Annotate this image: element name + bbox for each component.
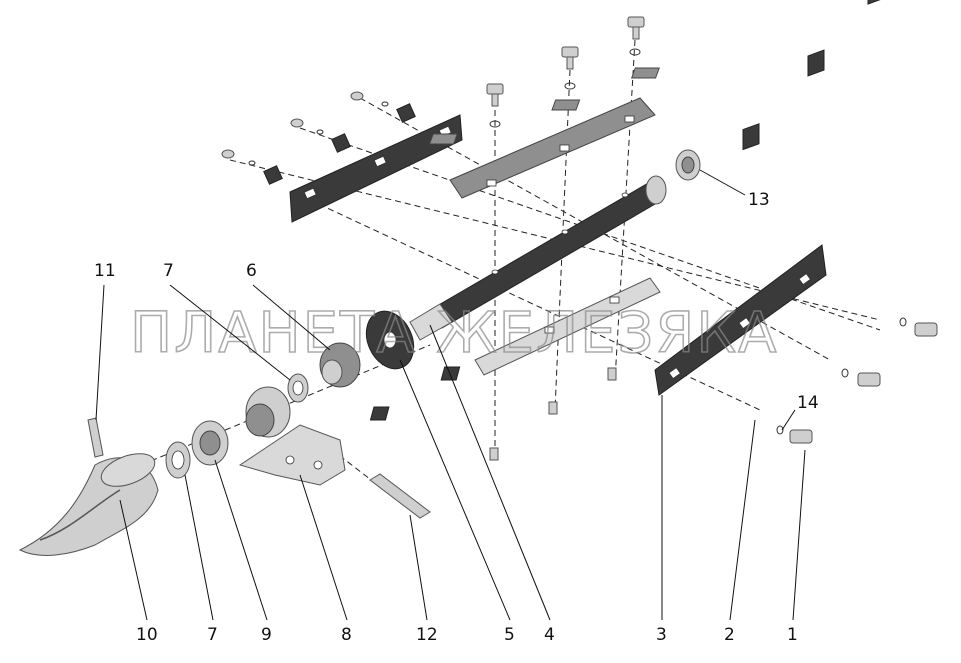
- ring-9: [191, 420, 229, 466]
- upper-left-plate: [289, 114, 463, 223]
- callout-9: 9: [261, 625, 272, 645]
- sleeve: [245, 386, 291, 438]
- callout-1: 1: [787, 625, 798, 645]
- top-screws: [428, 16, 660, 145]
- callout-6: 6: [246, 261, 257, 281]
- bracket-8: [238, 424, 346, 486]
- main-shaft: [409, 175, 667, 341]
- leader-lines: [95, 169, 806, 621]
- callout-2: 2: [724, 625, 735, 645]
- callout-7-bottom: 7: [207, 625, 218, 645]
- callout-8: 8: [341, 625, 352, 645]
- right-plate-3: [654, 244, 827, 396]
- callout-10: 10: [136, 625, 158, 645]
- callout-5: 5: [504, 625, 515, 645]
- callout-3: 3: [656, 625, 667, 645]
- pin-11: [87, 417, 104, 458]
- callout-7-top: 7: [163, 261, 174, 281]
- lower-plate: [369, 277, 661, 461]
- upper-left-fasteners: [221, 91, 416, 185]
- callout-11: 11: [94, 261, 116, 281]
- bushing-13: [675, 149, 701, 181]
- cone-10: [18, 453, 159, 556]
- right-fasteners: [742, 0, 938, 444]
- callout-14: 14: [797, 393, 819, 413]
- upper-long-plate: [449, 97, 656, 199]
- callout-labels: 1 2 3 4 5 6 7 7 8 9 10 11 12 13 14: [94, 190, 819, 645]
- callout-4: 4: [544, 625, 555, 645]
- callout-12: 12: [416, 625, 438, 645]
- callout-13: 13: [748, 190, 770, 210]
- watermark-text: ПЛАНЕТА ЖЕЛЕЗЯКА: [130, 301, 778, 366]
- part-6: [319, 342, 361, 388]
- pin-12: [369, 473, 431, 519]
- rings-7: [165, 373, 309, 479]
